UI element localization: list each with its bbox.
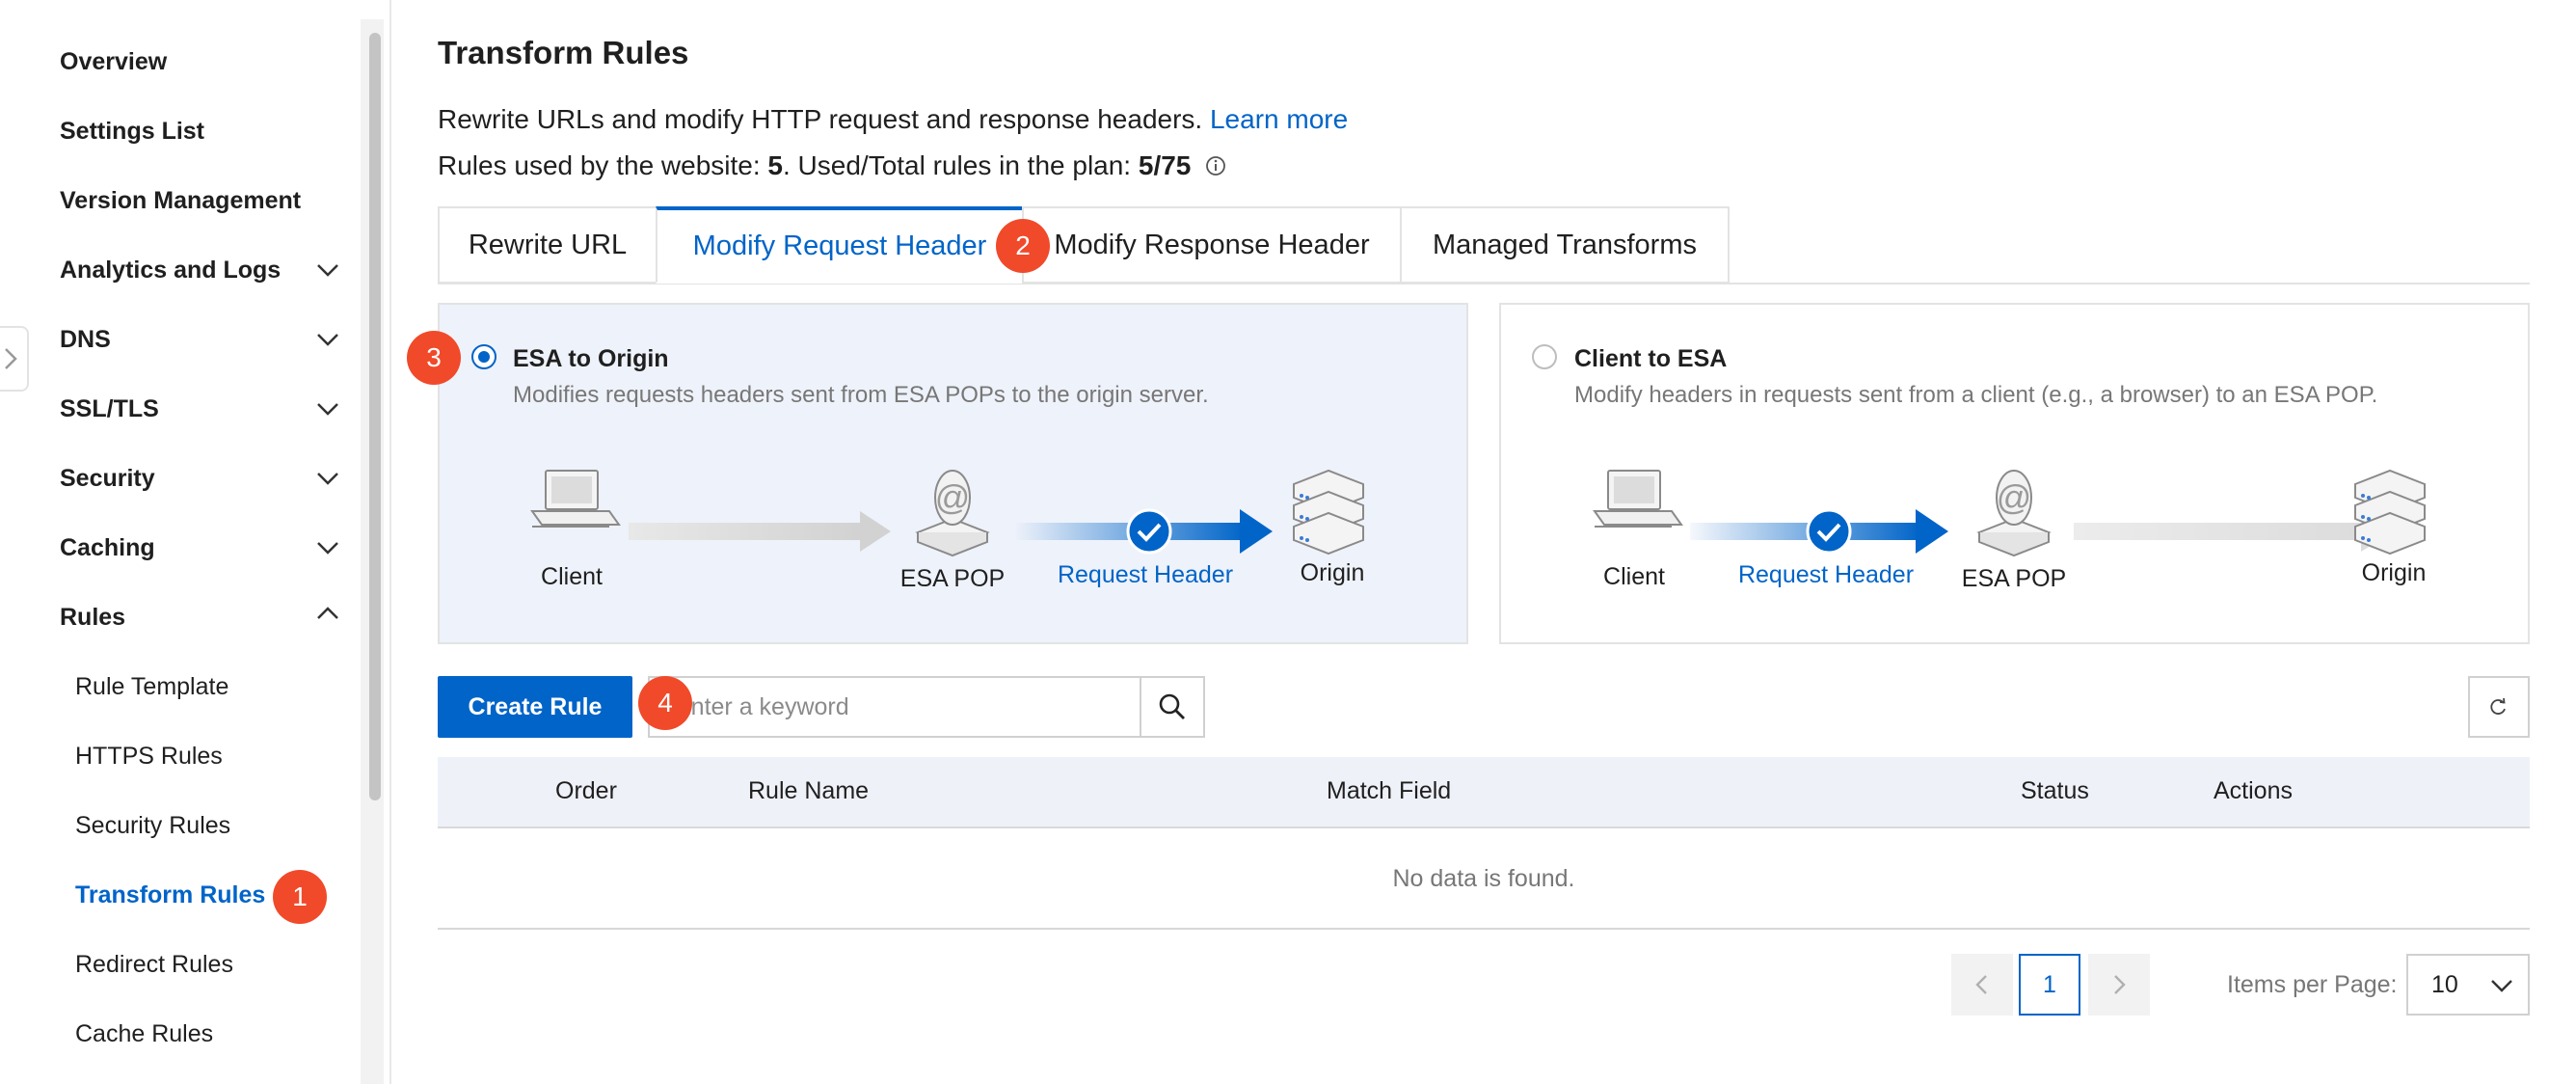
items-per-page-label: Items per Page: xyxy=(2227,971,2398,998)
chevron-down-icon[interactable] xyxy=(314,326,341,353)
usage-mid: . Used/Total rules in the plan: xyxy=(783,150,1139,180)
column-header-status: Status xyxy=(2021,777,2089,804)
tab-modify-response-header[interactable]: Modify Response Header xyxy=(1022,206,1402,284)
card-description: Modify headers in requests sent from a c… xyxy=(1574,382,2378,408)
sidebar-collapse-handle[interactable] xyxy=(0,326,29,392)
page-title: Transform Rules xyxy=(438,35,689,70)
sidebar-item-security[interactable]: Security xyxy=(60,465,155,492)
sidebar-divider xyxy=(389,0,391,1084)
chevron-down-icon[interactable] xyxy=(314,534,341,561)
server-icon xyxy=(1293,469,1364,556)
sidebar-scrollbar-thumb[interactable] xyxy=(369,33,381,800)
column-header-actions: Actions xyxy=(2214,777,2293,804)
step-badge: 1 xyxy=(273,870,327,924)
tab-modify-request-header[interactable]: Modify Request Header xyxy=(656,206,1024,284)
radio-client-to-esa[interactable] xyxy=(1532,344,1557,369)
step-badge: 4 xyxy=(638,676,692,730)
create-rule-button[interactable]: Create Rule xyxy=(438,676,632,738)
esa-pop-icon: @ xyxy=(1976,470,2052,557)
step-badge: 2 xyxy=(996,219,1050,273)
sidebar-item-dns[interactable]: DNS xyxy=(60,326,111,353)
chevron-down-icon[interactable] xyxy=(314,257,341,284)
check-icon xyxy=(1806,508,1852,555)
search-input[interactable] xyxy=(648,676,1141,738)
chevron-down-icon[interactable] xyxy=(314,395,341,422)
svg-text:@: @ xyxy=(1997,477,2032,517)
diagram-label-request-header: Request Header xyxy=(1737,561,1915,588)
items-per-page-select[interactable]: 10 xyxy=(2406,954,2530,1016)
empty-state-text: No data is found. xyxy=(1392,865,1575,892)
svg-text:@: @ xyxy=(935,477,971,517)
sidebar-subitem-https-rules[interactable]: HTTPS Rules xyxy=(75,743,223,770)
table-header xyxy=(438,757,2530,828)
option-card-esa-to-origin[interactable]: ESA to Origin Modifies requests headers … xyxy=(438,303,1468,644)
usage-ratio: 5/75 xyxy=(1138,150,1192,180)
tabs-baseline xyxy=(438,283,2530,285)
sidebar-item-analytics-logs[interactable]: Analytics and Logs xyxy=(60,257,282,284)
search-icon xyxy=(1159,693,1185,719)
usage-prefix: Rules used by the website: xyxy=(438,150,768,180)
computer-icon xyxy=(530,470,621,528)
step-badge: 3 xyxy=(407,331,461,385)
card-description: Modifies requests headers sent from ESA … xyxy=(513,382,1209,408)
sidebar-subitem-security-rules[interactable]: Security Rules xyxy=(75,812,231,839)
diagram-label-client: Client xyxy=(541,563,603,590)
option-card-client-to-esa[interactable]: Client to ESA Modify headers in requests… xyxy=(1499,303,2530,644)
sidebar-item-caching[interactable]: Caching xyxy=(60,534,155,561)
sidebar-item-settings-list[interactable]: Settings List xyxy=(60,118,205,145)
chevron-left-icon xyxy=(1975,975,1987,994)
diagram-label-origin: Origin xyxy=(2361,559,2427,586)
column-header-match-field: Match Field xyxy=(1327,777,1452,804)
page-number-button[interactable]: 1 xyxy=(2019,954,2080,1016)
refresh-button[interactable] xyxy=(2468,676,2530,738)
tab-managed-transforms[interactable]: Managed Transforms xyxy=(1400,206,1730,284)
diagram-label-esa-pop: ESA POP xyxy=(899,565,1006,592)
chevron-right-icon xyxy=(5,348,17,369)
sidebar-item-version-management[interactable]: Version Management xyxy=(60,187,302,214)
diagram-label-esa-pop: ESA POP xyxy=(1961,565,2067,592)
chevron-down-icon xyxy=(2491,980,2512,992)
check-icon xyxy=(1126,508,1172,555)
sidebar-item-ssl-tls[interactable]: SSL/TLS xyxy=(60,395,159,422)
sidebar-subitem-cache-rules[interactable]: Cache Rules xyxy=(75,1020,214,1047)
rule-usage: Rules used by the website: 5. Used/Total… xyxy=(438,150,1227,181)
card-title: ESA to Origin xyxy=(513,345,669,372)
diagram-label-origin: Origin xyxy=(1300,559,1365,586)
column-header-order: Order xyxy=(555,777,617,804)
prev-page-button[interactable] xyxy=(1951,954,2013,1016)
chevron-right-icon xyxy=(2114,975,2126,994)
diagram-label-request-header: Request Header xyxy=(1057,561,1234,588)
card-title: Client to ESA xyxy=(1574,345,1728,372)
refresh-icon xyxy=(2490,697,2506,715)
flow-diagram-client-to-esa: @ xyxy=(1593,469,2426,557)
sidebar-item-rules[interactable]: Rules xyxy=(60,604,126,631)
sidebar-subitem-transform-rules[interactable]: Transform Rules xyxy=(75,881,266,908)
sidebar-item-overview[interactable]: Overview xyxy=(60,48,168,75)
flow-diagram-esa-to-origin: @ xyxy=(530,469,1364,557)
server-icon xyxy=(2354,469,2426,556)
next-page-button[interactable] xyxy=(2088,954,2150,1016)
radio-esa-to-origin[interactable] xyxy=(471,344,496,369)
items-per-page-value: 10 xyxy=(2431,970,2458,998)
usage-count: 5 xyxy=(767,150,783,180)
table-bottom-border xyxy=(438,928,2530,930)
computer-icon xyxy=(1593,470,1683,528)
learn-more-link[interactable]: Learn more xyxy=(1209,104,1349,134)
tab-rewrite-url[interactable]: Rewrite URL xyxy=(438,206,657,284)
chevron-up-icon[interactable] xyxy=(314,600,341,627)
sidebar-subitem-rule-template[interactable]: Rule Template xyxy=(75,673,229,700)
page-description: Rewrite URLs and modify HTTP request and… xyxy=(438,104,1348,135)
info-icon[interactable] xyxy=(1204,154,1227,177)
flow-arrow xyxy=(629,523,860,540)
esa-pop-icon: @ xyxy=(915,470,990,557)
description-text: Rewrite URLs and modify HTTP request and… xyxy=(438,104,1203,134)
search-button[interactable] xyxy=(1140,676,1205,738)
chevron-down-icon[interactable] xyxy=(314,465,341,492)
column-header-rule-name: Rule Name xyxy=(748,777,870,804)
diagram-label-client: Client xyxy=(1603,563,1665,590)
sidebar-subitem-redirect-rules[interactable]: Redirect Rules xyxy=(75,951,233,978)
